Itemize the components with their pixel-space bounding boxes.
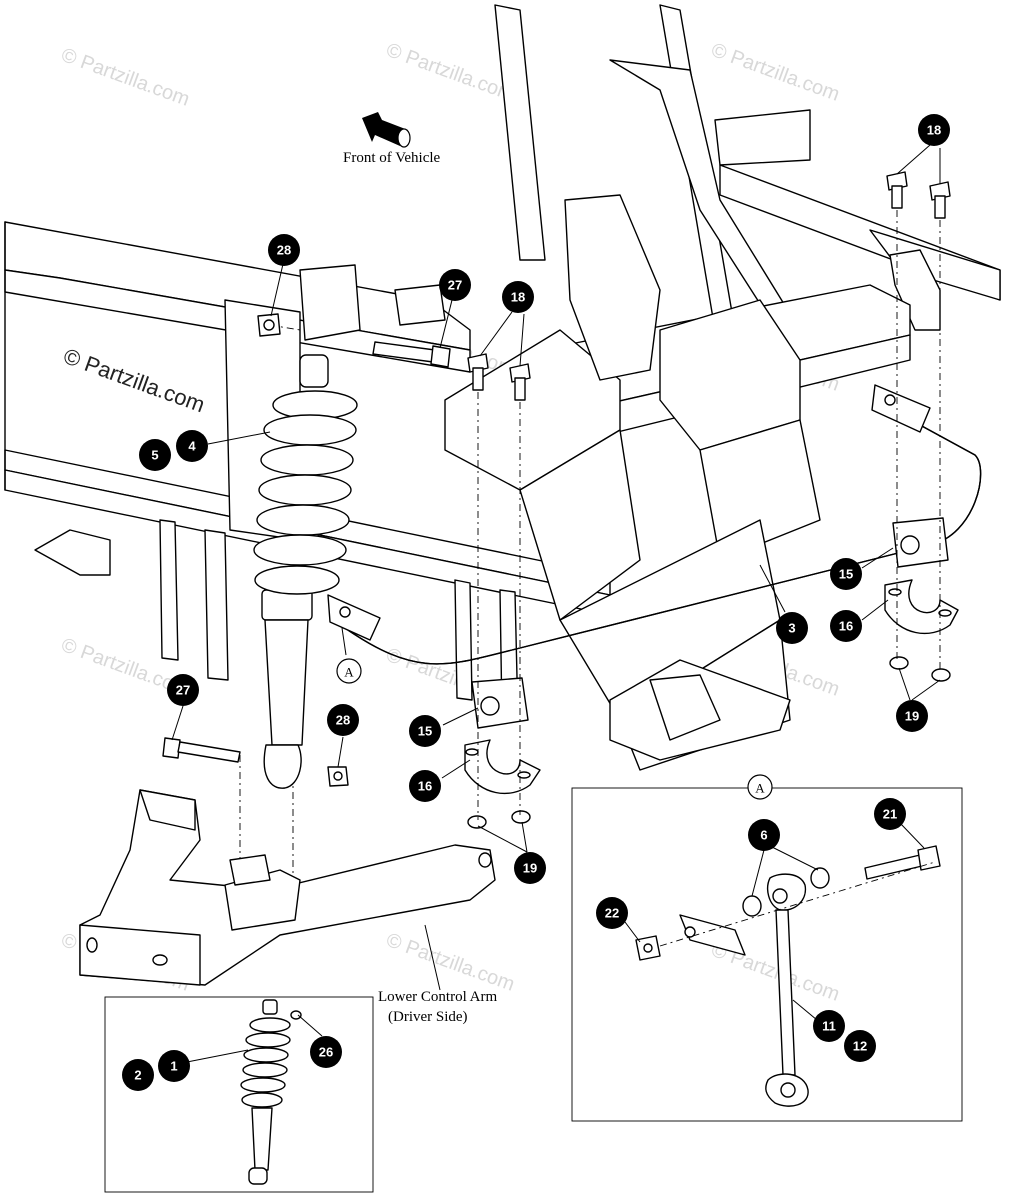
watermark-primary: © Partzilla.com	[60, 343, 208, 417]
callout-12[interactable]: 12	[844, 1030, 876, 1062]
svg-text:3: 3	[788, 621, 795, 636]
lower-control-arm-label-line2: (Driver Side)	[388, 1009, 468, 1025]
callout-26[interactable]: 26	[310, 1036, 342, 1068]
callout-28[interactable]: 28	[327, 704, 359, 736]
callout-1[interactable]: 1	[158, 1050, 190, 1082]
svg-text:21: 21	[883, 807, 897, 822]
svg-text:28: 28	[336, 713, 350, 728]
sway-bar	[327, 384, 982, 665]
callout-27[interactable]: 27	[439, 269, 471, 301]
bushing-right	[892, 517, 949, 568]
bracket-right	[884, 579, 959, 635]
watermark: © Partzilla.com	[58, 44, 192, 111]
svg-text:6: 6	[760, 828, 767, 843]
callout-2[interactable]: 2	[122, 1059, 154, 1091]
detail-ref-a-box[interactable]: A	[747, 774, 773, 800]
front-of-vehicle-arrow: Front of Vehicle	[343, 112, 441, 166]
callout-3[interactable]: 3	[776, 612, 808, 644]
svg-text:12: 12	[853, 1039, 867, 1054]
bolts-18	[467, 171, 951, 401]
coilover-shock	[253, 354, 358, 789]
callout-27[interactable]: 27	[167, 674, 199, 706]
callout-5[interactable]: 5	[139, 439, 171, 471]
nut-28-lower	[327, 766, 349, 787]
watermark: © Partzilla.com	[708, 39, 842, 106]
lower-control-arm-label-line1: Lower Control Arm	[378, 989, 497, 1005]
svg-text:27: 27	[176, 683, 190, 698]
callout-16[interactable]: 16	[830, 610, 862, 642]
svg-text:1: 1	[170, 1059, 177, 1074]
bushing-left	[471, 677, 529, 729]
bolt-27-lower	[162, 737, 241, 763]
callout-22[interactable]: 22	[596, 897, 628, 929]
lower-control-arm-label: Lower Control Arm (Driver Side)	[378, 924, 497, 1025]
svg-text:27: 27	[448, 278, 462, 293]
callout-18[interactable]: 18	[502, 281, 534, 313]
svg-text:26: 26	[319, 1045, 333, 1060]
front-of-vehicle-label: Front of Vehicle	[343, 150, 441, 166]
detail-ref-text: A	[344, 665, 354, 680]
svg-text:15: 15	[839, 567, 853, 582]
svg-text:19: 19	[523, 861, 537, 876]
svg-text:18: 18	[511, 290, 525, 305]
callout-4[interactable]: 4	[176, 430, 208, 462]
callout-28[interactable]: 28	[268, 234, 300, 266]
callouts: 28 27 18 18 5 4 3 15 16 19 27 28 15 16 1…	[122, 114, 950, 1091]
detail-a-box	[571, 787, 963, 1122]
callout-16[interactable]: 16	[409, 770, 441, 802]
detail-shock-box	[104, 996, 374, 1193]
svg-text:11: 11	[822, 1019, 836, 1034]
svg-text:15: 15	[418, 724, 432, 739]
leader-lines	[171, 144, 941, 1063]
vehicle-frame	[4, 4, 1001, 771]
svg-text:28: 28	[277, 243, 291, 258]
svg-text:22: 22	[605, 906, 619, 921]
nut-28-upper	[257, 313, 281, 337]
watermark: © Partzilla.com	[383, 39, 517, 106]
detail-ref-a-main[interactable]: A	[336, 627, 362, 684]
callout-18[interactable]: 18	[918, 114, 950, 146]
svg-text:18: 18	[927, 123, 941, 138]
callout-15[interactable]: 15	[409, 715, 441, 747]
bracket-left	[464, 739, 541, 795]
svg-text:4: 4	[188, 439, 196, 454]
callout-21[interactable]: 21	[874, 798, 906, 830]
coil-spring	[253, 390, 358, 595]
callout-19[interactable]: 19	[896, 700, 928, 732]
svg-text:19: 19	[905, 709, 919, 724]
watermark: © Partzilla.com	[383, 929, 517, 996]
detail-ref-text: A	[755, 781, 765, 796]
callout-11[interactable]: 11	[813, 1010, 845, 1042]
svg-text:2: 2	[134, 1068, 141, 1083]
callout-6[interactable]: 6	[748, 819, 780, 851]
svg-text:5: 5	[151, 448, 158, 463]
svg-text:16: 16	[839, 619, 853, 634]
bolt-27-upper	[372, 341, 451, 368]
callout-19[interactable]: 19	[514, 852, 546, 884]
svg-text:16: 16	[418, 779, 432, 794]
lower-control-arm	[79, 789, 496, 986]
callout-15[interactable]: 15	[830, 558, 862, 590]
